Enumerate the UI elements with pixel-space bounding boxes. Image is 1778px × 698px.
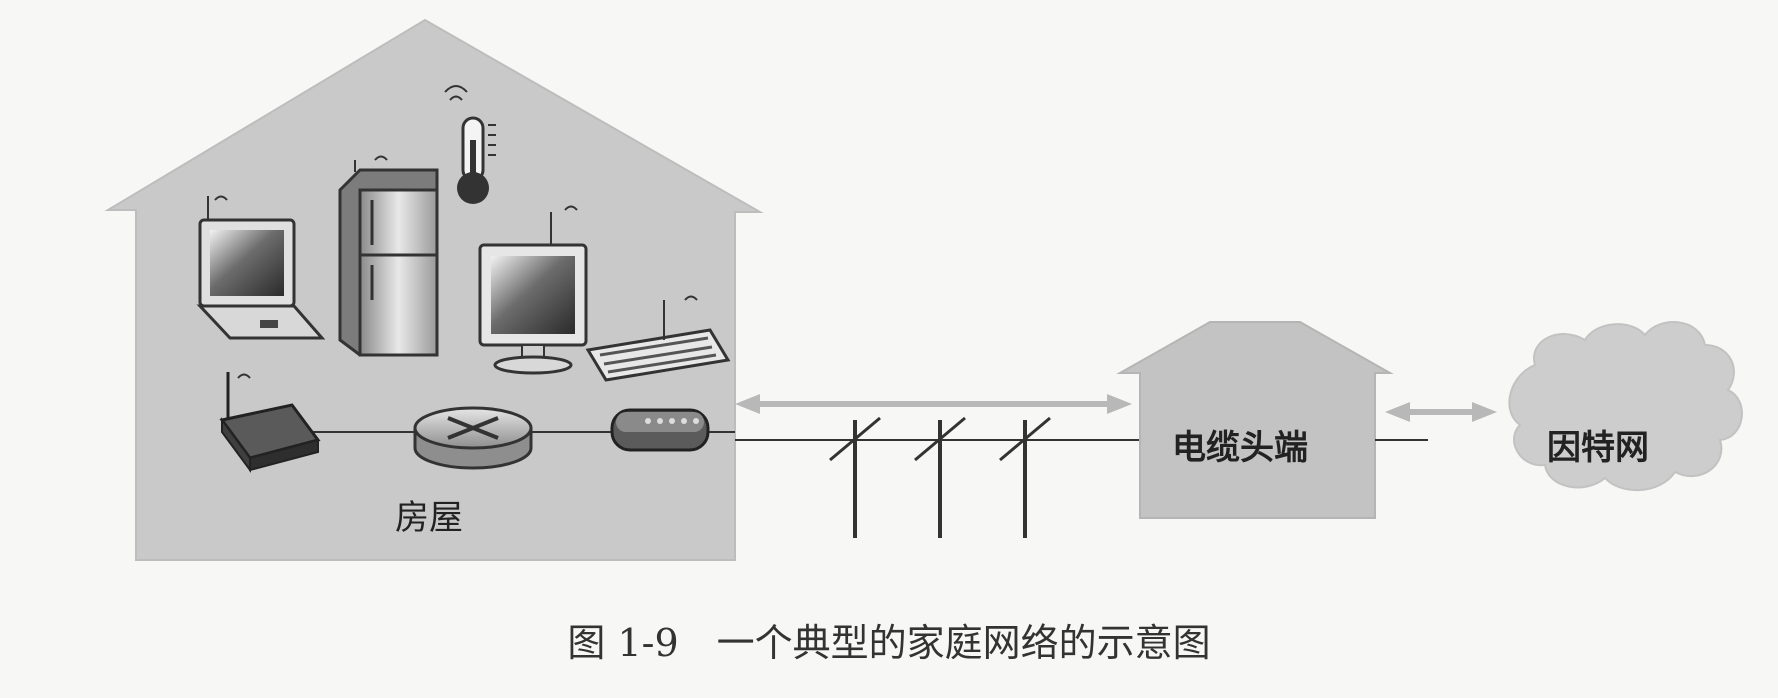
double-arrow	[735, 394, 1132, 414]
wireless-access-point-icon	[219, 372, 321, 474]
house-label: 房屋	[395, 498, 463, 538]
refrigerator-icon	[338, 155, 439, 357]
utility-pole-icon	[999, 416, 1051, 538]
router-icon	[413, 406, 533, 470]
internet-label: 因特网	[1547, 428, 1649, 468]
cable-modem-icon	[610, 408, 710, 452]
desktop-monitor-icon	[478, 205, 588, 375]
double-arrow	[1385, 402, 1497, 422]
figure-caption: 图 1-9 一个典型的家庭网络的示意图	[567, 621, 1211, 665]
headend-building	[1116, 321, 1394, 519]
thermometer-icon	[444, 85, 496, 204]
utility-pole-icon	[829, 416, 881, 538]
utility-pole-icon	[914, 416, 966, 538]
cloud-icon	[1508, 321, 1743, 491]
cable-headend-label: 电缆头端	[1172, 428, 1308, 468]
keyboard-icon	[585, 295, 731, 382]
laptop-icon	[196, 195, 326, 340]
